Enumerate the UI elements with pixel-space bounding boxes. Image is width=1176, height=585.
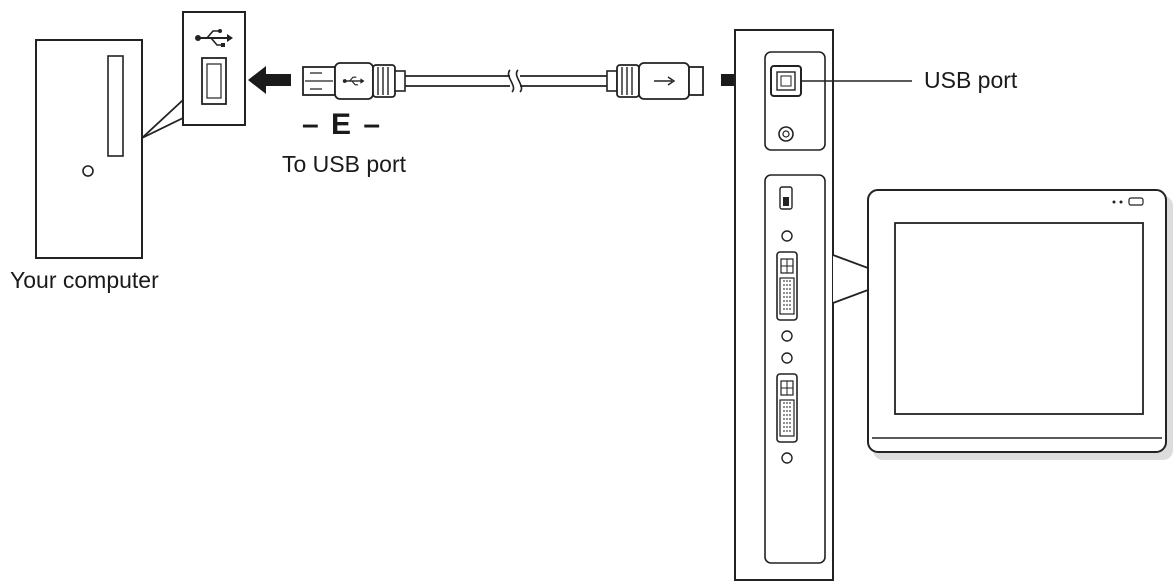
power-button-icon — [82, 165, 94, 177]
drive-slot — [107, 55, 124, 157]
usb-port-label: USB port — [924, 67, 1018, 93]
computer-tower — [35, 39, 143, 259]
cable-destination-label: To USB port — [282, 151, 406, 177]
usb-icon — [195, 29, 233, 47]
arrow-icon — [248, 66, 291, 94]
display-callout — [832, 254, 869, 304]
pen-display — [867, 189, 1173, 460]
cable-id-label: – E – — [302, 108, 383, 141]
usb-cable — [302, 62, 704, 100]
computer-label: Your computer — [10, 267, 159, 293]
computer-usb-callout — [141, 11, 246, 139]
display-screen — [894, 222, 1144, 415]
display-rear-panel — [734, 29, 834, 581]
